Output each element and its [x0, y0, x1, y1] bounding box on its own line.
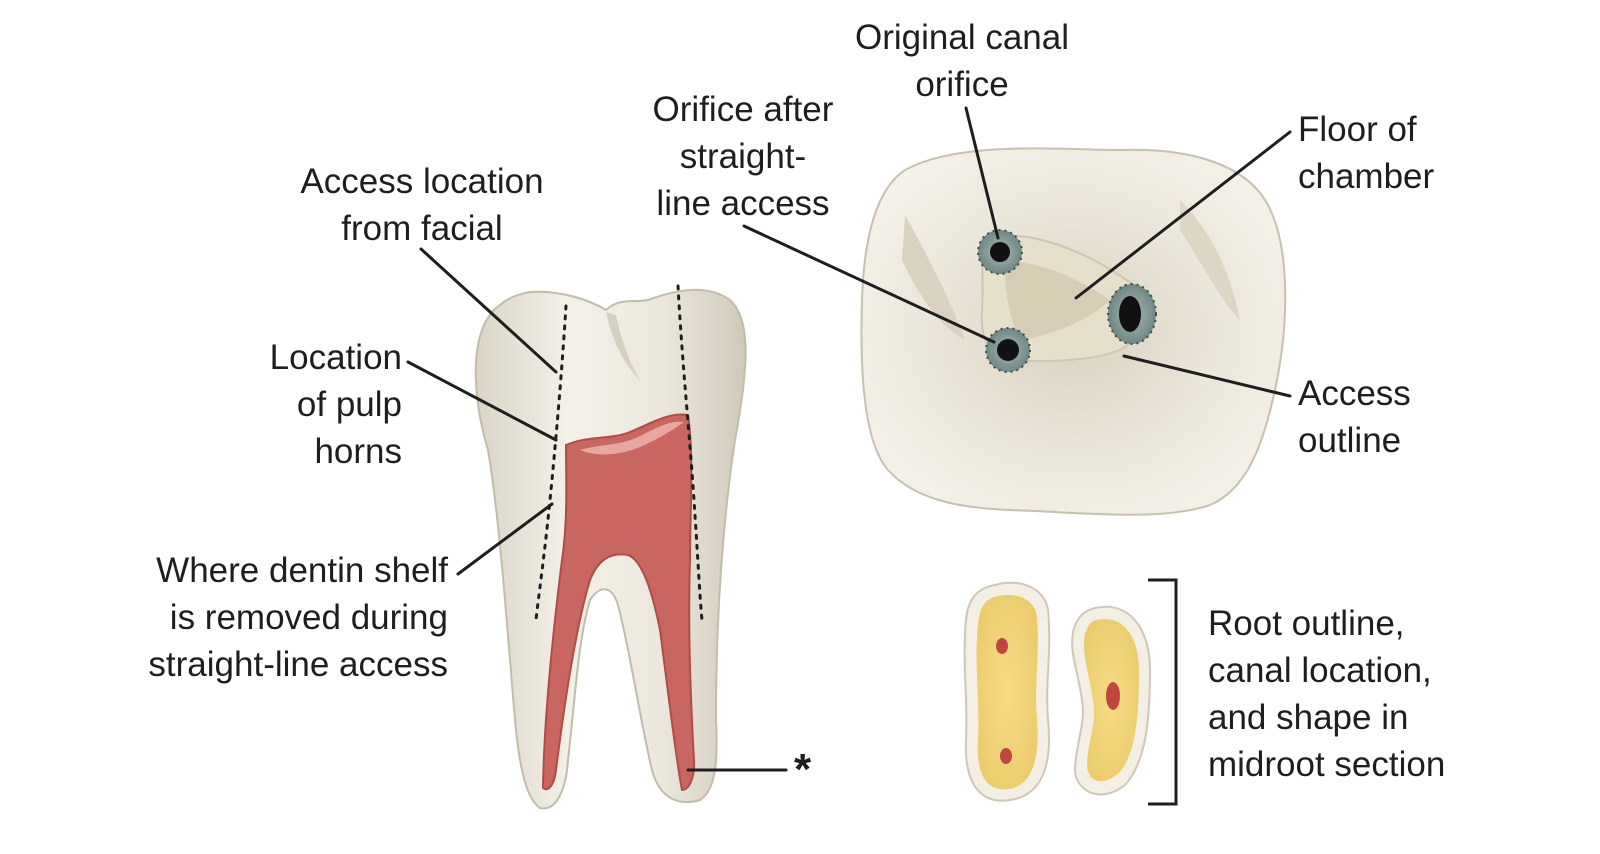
occlusal-cusp-shade [902, 215, 965, 340]
occlusal-cusp-shade-2 [1180, 200, 1240, 320]
label-location-of-pulp-horns: Location of pulp horns [269, 338, 402, 471]
chamber-floor-shape [1004, 261, 1110, 340]
leader-pulp-horns [406, 360, 558, 442]
orifice-palatal [1107, 283, 1157, 345]
leader-dentin-shelf [456, 502, 554, 576]
molar-occlusal-view [860, 147, 1287, 516]
root-section-left [963, 581, 1051, 802]
label-floor-of-chamber: Floor of chamber [1298, 110, 1435, 196]
root-section-bracket [1148, 578, 1178, 806]
leader-access-location [419, 247, 558, 374]
leader-floor-of-chamber [1074, 130, 1292, 300]
leader-access-outline [1122, 354, 1292, 398]
asterisk-marker: * [794, 745, 812, 794]
access-dotted-line-left [534, 304, 568, 622]
orifice-mesiobuccal [977, 229, 1023, 275]
label-original-canal-orifice: Original canal orifice [855, 18, 1069, 104]
pulp-horn-highlight [580, 421, 684, 455]
leader-orifice-after-access [742, 224, 996, 344]
crown-shading [606, 312, 640, 380]
label-root-outline-midroot-section: Root outline, canal location, and shape … [1208, 604, 1446, 784]
molar-side-view [474, 284, 747, 810]
label-access-outline: Access outline [1298, 374, 1411, 460]
label-dentin-shelf: Where dentin shelf is removed during str… [148, 551, 448, 684]
label-access-location-from-facial: Access location from facial [300, 162, 544, 248]
label-orifice-after-straight-line-access: Orifice after straight- line access [652, 90, 834, 223]
access-dotted-line-right [676, 284, 704, 622]
leader-original-orifice [964, 106, 1000, 240]
root-section-right [1071, 605, 1152, 796]
orifice-distobuccal [985, 327, 1031, 373]
